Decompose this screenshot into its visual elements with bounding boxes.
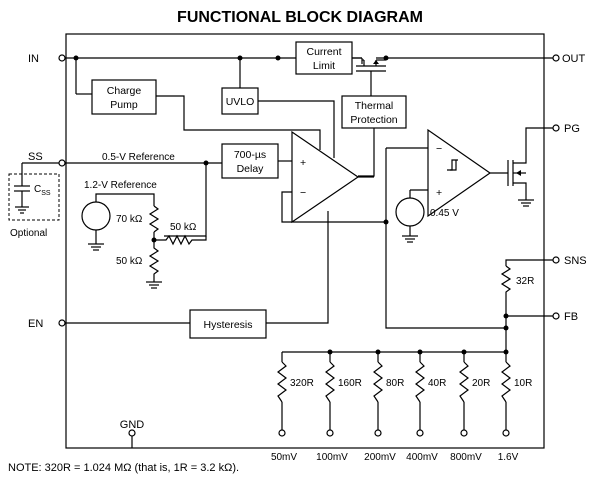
- pin-sns-label: SNS: [564, 255, 587, 267]
- ladder-tap-pin-1: [326, 429, 334, 437]
- ladder-tap-pin-3: [416, 429, 424, 437]
- pin-sns: [552, 256, 560, 264]
- pin-gnd-label: GND: [120, 419, 145, 431]
- pin-ss-label: SS: [28, 151, 43, 163]
- resistor-ladder: 320R 50mV 160R 100mV 80R 200mV 40R 400mV 20R 800m…: [271, 349, 532, 463]
- pin-fb: [552, 312, 560, 320]
- current-limit-line1: Current: [306, 46, 341, 58]
- ladder-tap-pin-0: [278, 429, 286, 437]
- pin-pg: [552, 124, 560, 132]
- pin-out-label: OUT: [562, 53, 586, 65]
- ladder-tap-label-2: 200mV: [364, 452, 396, 463]
- pin-in-label: IN: [28, 53, 39, 65]
- charge-pump-line2: Pump: [110, 99, 138, 111]
- ladder-resistor-label-5: 10R: [514, 378, 532, 389]
- v045-label: 0.45 V: [430, 208, 459, 219]
- current-limit-block: [295, 41, 353, 75]
- pin-in: [58, 54, 66, 62]
- ladder-tap-label-4: 800mV: [450, 452, 482, 463]
- cmp-minus: −: [436, 143, 442, 155]
- delay-line1: 700-µs: [234, 149, 266, 161]
- ladder-resistor-label-1: 160R: [338, 378, 362, 389]
- css-label: CSS: [34, 184, 51, 197]
- ref-045-source: [395, 197, 425, 227]
- r50k-v-label: 50 kΩ: [116, 256, 143, 267]
- ladder-tap-label-3: 400mV: [406, 452, 438, 463]
- thermal-line2: Protection: [350, 114, 397, 126]
- ref-12-source: [81, 201, 111, 231]
- ladder-tap-pin-5: [502, 429, 510, 437]
- ladder-tap-pin-2: [374, 429, 382, 437]
- hysteresis-label: Hysteresis: [203, 319, 252, 331]
- ladder-resistor-label-3: 40R: [428, 378, 446, 389]
- ref-05-label: 0.5-V Reference: [102, 152, 175, 163]
- ladder-tap-label-0: 50mV: [271, 452, 297, 463]
- cmp-plus: +: [436, 187, 442, 199]
- delay-line2: Delay: [237, 163, 265, 175]
- ea-minus: −: [300, 187, 306, 199]
- charge-pump-line1: Charge: [107, 85, 142, 97]
- ladder-resistor-label-4: 20R: [472, 378, 490, 389]
- ladder-tap-label-5: 1.6V: [498, 452, 519, 463]
- charge-pump-block: [91, 79, 157, 115]
- r32-label: 32R: [516, 276, 534, 287]
- pin-en: [58, 319, 66, 327]
- footnote: NOTE: 320R = 1.024 MΩ (that is, 1R = 3.2…: [8, 462, 240, 474]
- pin-pg-label: PG: [564, 123, 580, 135]
- error-amplifier: [291, 130, 360, 224]
- pin-out: [552, 54, 560, 62]
- uvlo-block: [221, 87, 259, 115]
- pin-en-label: EN: [28, 318, 43, 330]
- ladder-resistor-label-2: 80R: [386, 378, 404, 389]
- r70k-label: 70 kΩ: [116, 214, 143, 225]
- pg-comparator: [427, 128, 492, 218]
- r50k-h-label: 50 kΩ: [170, 222, 197, 233]
- ladder-tap-label-1: 100mV: [316, 452, 348, 463]
- hysteresis-block: [189, 309, 267, 339]
- pin-gnd: [128, 429, 136, 437]
- ref-12-label: 1.2-V Reference: [84, 180, 157, 191]
- ladder-tap-pin-4: [460, 429, 468, 437]
- pin-ss: [58, 159, 66, 167]
- optional-label: Optional: [10, 228, 47, 239]
- current-limit-line2: Limit: [313, 60, 335, 72]
- pin-fb-label: FB: [564, 311, 578, 323]
- ea-plus: +: [300, 157, 306, 169]
- css-optional-box: [8, 173, 60, 221]
- diagram-title: FUNCTIONAL BLOCK DIAGRAM: [177, 9, 423, 26]
- ladder-resistor-label-0: 320R: [290, 378, 314, 389]
- uvlo-label: UVLO: [226, 96, 255, 108]
- thermal-line1: Thermal: [355, 100, 394, 112]
- chip-outline: [65, 33, 545, 449]
